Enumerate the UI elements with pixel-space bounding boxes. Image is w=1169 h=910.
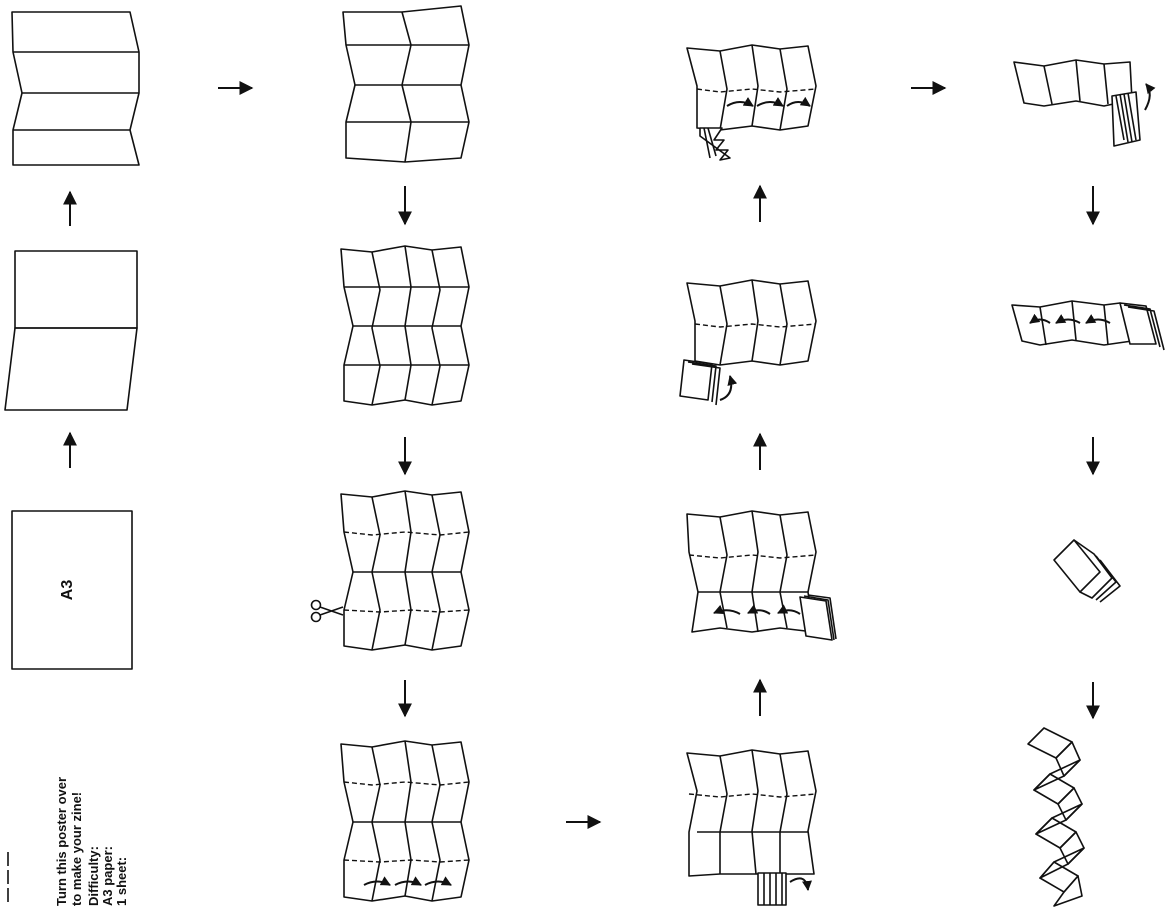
instruction-text-block: Turn this poster over to make your zine!… <box>54 777 129 906</box>
step-cut-line <box>341 491 469 650</box>
step-finished-zine <box>1028 728 1084 906</box>
step-fold-bottom-row <box>341 741 469 901</box>
paper-label: A3 paper: <box>100 846 115 906</box>
step-fold-in-half <box>5 251 137 410</box>
step-stack-left <box>680 280 816 405</box>
step-grid-fold <box>341 246 469 405</box>
sheet-label: 1 sheet: <box>114 857 129 906</box>
step-booklet <box>1054 540 1120 602</box>
step-top-row <box>687 45 816 160</box>
difficulty-label: Difficulty: <box>86 846 101 906</box>
paper-size-label: A3 <box>59 580 76 601</box>
step-strip-stack <box>1014 60 1150 146</box>
step-fold-pages-left <box>687 511 836 640</box>
step-fold-vertical <box>343 6 469 162</box>
instruction-line-2: to make your zine! <box>69 792 84 906</box>
scissors-icon <box>312 601 344 622</box>
step-fold-back <box>1012 301 1164 350</box>
step-accordion-fold <box>12 12 139 165</box>
step-fold-up <box>687 750 816 905</box>
instruction-line-1: Turn this poster over <box>54 777 69 906</box>
step-a3-sheet: A3 <box>12 511 132 669</box>
